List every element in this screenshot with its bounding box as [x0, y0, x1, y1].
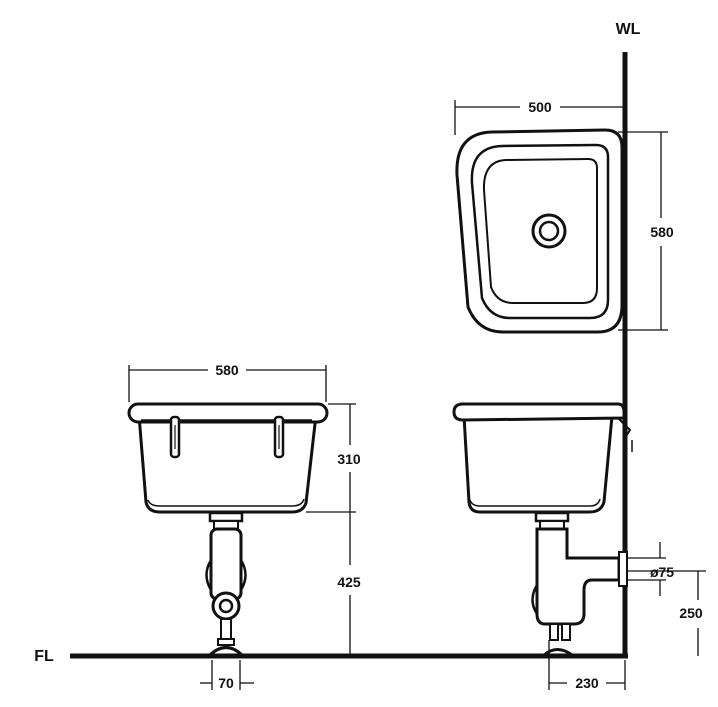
dimension-leg-spacing — [200, 660, 254, 690]
sink-front-view — [127, 402, 329, 514]
wall-line-label: WL — [616, 21, 641, 38]
dimension-front-width-label: 580 — [215, 362, 239, 378]
dimension-leg-spacing-label: 70 — [218, 675, 234, 691]
dimension-outlet-height-label: 250 — [679, 605, 703, 621]
dimension-top-width-label: 500 — [528, 99, 552, 115]
dimension-trap-height-label: 425 — [337, 574, 361, 590]
sink-side-view — [452, 402, 633, 514]
drain-outlet — [531, 213, 567, 249]
floor-line-label: FL — [34, 648, 54, 665]
dimension-wall-offset — [548, 640, 626, 690]
dimension-bowl-height-label: 310 — [337, 451, 361, 467]
dimension-outlet-height — [628, 570, 706, 656]
dimension-pipe-diameter — [628, 542, 666, 596]
dimension-top-depth-label: 580 — [650, 224, 674, 240]
dimension-front-width — [128, 365, 327, 402]
wall-bracket-right — [273, 415, 285, 459]
wall-bracket-left — [169, 415, 181, 459]
dimension-wall-offset-label: 230 — [575, 675, 599, 691]
dimension-top-depth — [618, 131, 668, 331]
front-trap — [205, 511, 247, 657]
dimension-top-width — [454, 100, 625, 135]
dimension-pipe-diameter-label: ø75 — [650, 564, 674, 580]
dimension-heights — [306, 403, 356, 656]
side-trap — [531, 511, 628, 657]
